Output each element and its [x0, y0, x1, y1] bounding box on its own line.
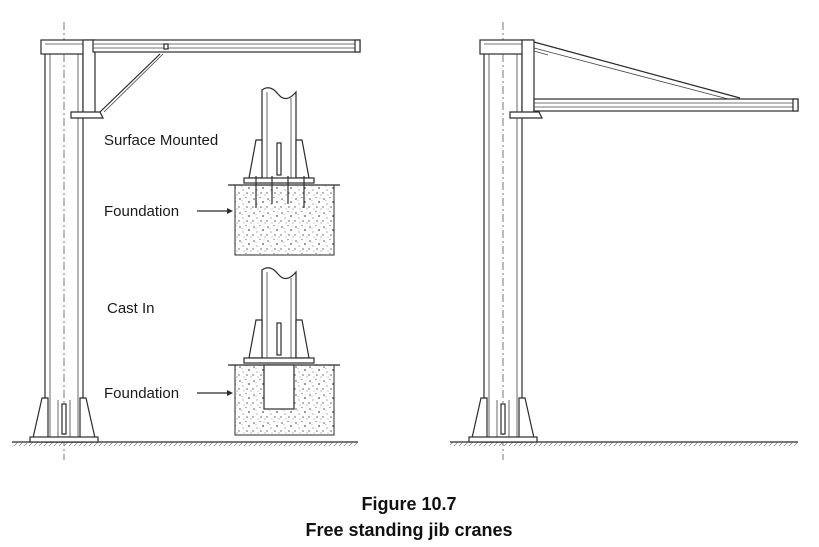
- right-base-plate: [468, 397, 538, 443]
- cast-in-sleeve: [263, 364, 295, 410]
- left-base-plate: [29, 397, 99, 443]
- surface-foundation-label: Foundation: [104, 203, 179, 220]
- left-jib-crane: [12, 22, 361, 460]
- right-jib-arm: [533, 98, 799, 112]
- surface-column: [261, 87, 297, 178]
- figure-title: Free standing jib cranes: [305, 520, 512, 540]
- right-arm-bracket: [521, 39, 535, 117]
- cast-in-column: [261, 267, 297, 358]
- left-collar: [70, 111, 104, 119]
- surface-mounted-detail: Surface Mounted Foundation: [104, 87, 340, 256]
- cast-in-label: Cast In: [107, 300, 155, 317]
- cast-in-foundation-arrow: [197, 390, 233, 396]
- cast-in-foundation-label: Foundation: [104, 385, 179, 402]
- surface-foundation: [234, 184, 335, 256]
- right-tie-rod: [533, 41, 741, 99]
- cast-in-detail: Cast In Foundation: [104, 267, 340, 436]
- right-collar: [509, 111, 543, 119]
- right-jib-crane: [450, 22, 799, 460]
- figure-number: Figure 10.7: [361, 494, 456, 514]
- surface-mounted-label: Surface Mounted: [104, 132, 218, 149]
- left-diagonal-brace: [99, 53, 161, 113]
- left-jib-arm: [92, 39, 361, 53]
- surface-foundation-arrow: [197, 208, 233, 214]
